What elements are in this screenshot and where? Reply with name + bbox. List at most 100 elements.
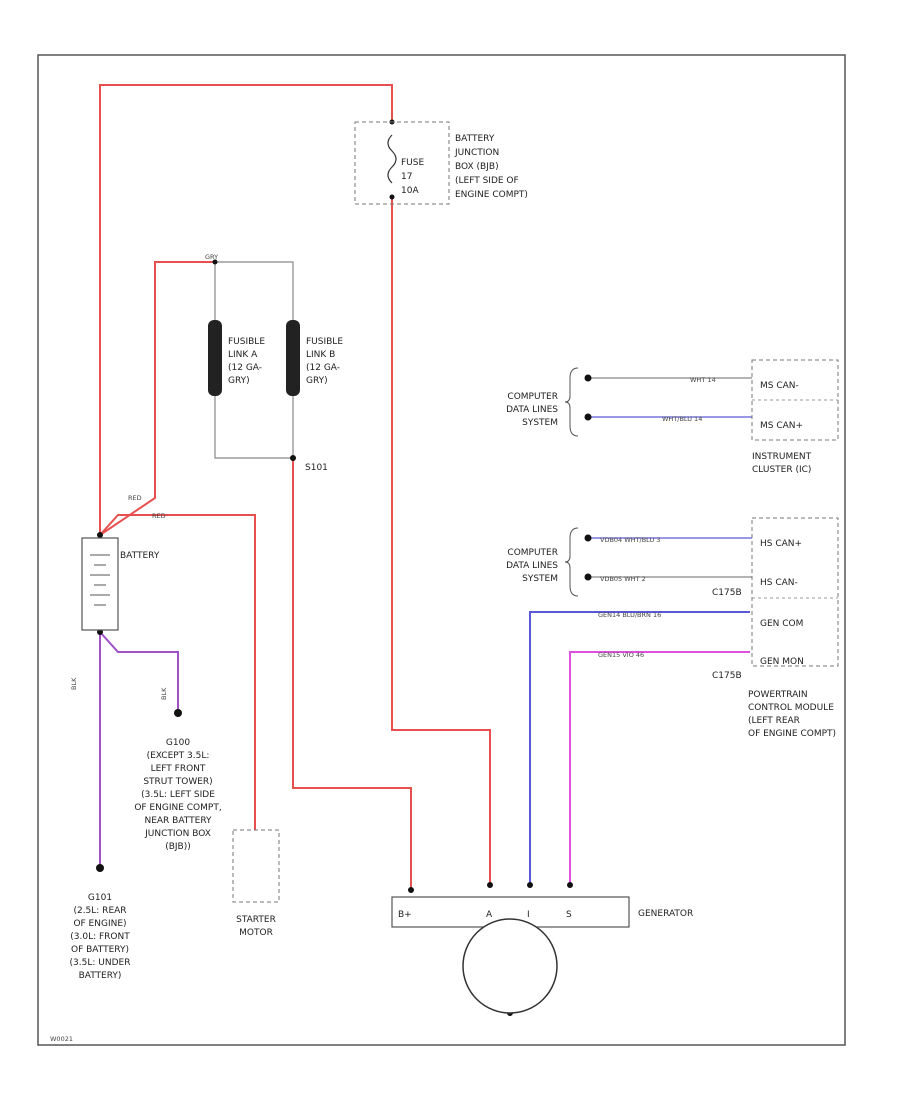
svg-text:LEFT FRONT: LEFT FRONT	[151, 764, 206, 774]
svg-text:BATTERY: BATTERY	[455, 134, 495, 144]
svg-text:(3.0L: FRONT: (3.0L: FRONT	[70, 932, 130, 942]
bjb-box	[354, 121, 450, 205]
svg-text:S: S	[566, 910, 572, 920]
svg-text:OF ENGINE COMPT,: OF ENGINE COMPT,	[134, 803, 221, 813]
splice-label: S101	[305, 463, 328, 473]
wire-label-blk-1: BLK	[70, 677, 78, 690]
svg-text:DATA LINES: DATA LINES	[506, 561, 558, 571]
svg-text:GRY): GRY)	[306, 376, 328, 386]
svg-text:OF BATTERY): OF BATTERY)	[71, 945, 129, 955]
wire-red-bplus	[292, 458, 412, 890]
wire-label-blk-2: BLK	[160, 687, 168, 700]
svg-text:G100: G100	[166, 738, 190, 748]
wire-label-5: GEN14 BLU/BRN 16	[598, 611, 661, 619]
generator-terminals: B+ A I S	[398, 910, 572, 920]
pcm-pin-3: GEN COM	[760, 619, 803, 629]
battery-symbol	[81, 537, 119, 631]
wire-label-rd: RED	[128, 494, 142, 502]
wire-label-red-top: RED	[152, 512, 166, 520]
wire-label-3: VDB04 WHT/BLU 3	[600, 536, 660, 544]
svg-text:G101: G101	[88, 893, 112, 903]
diagram-frame	[37, 54, 846, 1046]
svg-text:10A: 10A	[401, 186, 419, 196]
ic-label: INSTRUMENT CLUSTER (IC)	[752, 452, 812, 475]
cdl-bottom-label: COMPUTER DATA LINES SYSTEM	[506, 548, 558, 584]
svg-text:I: I	[527, 910, 530, 920]
fusible-link-a-label: FUSIBLE LINK A (12 GA- GRY)	[228, 337, 265, 386]
starter-label: STARTER MOTOR	[236, 915, 276, 938]
fuse-label: FUSE 17 10A	[401, 158, 424, 196]
generator-label: GENERATOR	[638, 909, 693, 919]
svg-text:FUSIBLE: FUSIBLE	[228, 337, 265, 347]
bjb-label: BATTERY JUNCTION BOX (BJB) (LEFT SIDE OF…	[454, 134, 528, 200]
cdl-top-label: COMPUTER DATA LINES SYSTEM	[506, 392, 558, 428]
svg-text:GRY): GRY)	[228, 376, 250, 386]
svg-text:LINK A: LINK A	[228, 350, 258, 360]
svg-text:(EXCEPT 3.5L:: (EXCEPT 3.5L:	[147, 751, 210, 761]
footer-code: W0021	[50, 1035, 73, 1043]
svg-text:INSTRUMENT: INSTRUMENT	[752, 452, 812, 462]
svg-text:SYSTEM: SYSTEM	[522, 418, 558, 428]
ic-pin-1: MS CAN-	[760, 381, 799, 391]
svg-text:COMPUTER: COMPUTER	[507, 392, 558, 402]
connector-c175b-2: C175B	[712, 671, 742, 681]
fusible-link-wires	[214, 261, 294, 459]
svg-text:CONTROL MODULE: CONTROL MODULE	[748, 703, 834, 713]
pcm-pin-2: HS CAN-	[760, 578, 798, 588]
fusible-link-a	[208, 320, 222, 396]
svg-text:JUNCTION: JUNCTION	[454, 148, 499, 158]
svg-text:DATA LINES: DATA LINES	[506, 405, 558, 415]
data-line-wires	[588, 377, 752, 578]
svg-text:STRUT TOWER): STRUT TOWER)	[143, 777, 212, 787]
svg-text:MOTOR: MOTOR	[239, 928, 273, 938]
svg-text:(12 GA-: (12 GA-	[306, 363, 340, 373]
pcm-pin-1: HS CAN+	[760, 539, 802, 549]
svg-text:B+: B+	[398, 910, 412, 920]
svg-text:(BJB)): (BJB))	[165, 842, 191, 852]
svg-text:ENGINE COMPT): ENGINE COMPT)	[455, 190, 528, 200]
red-wires	[99, 84, 491, 890]
wire-red-main-feed	[99, 84, 393, 535]
terminals	[96, 119, 592, 1016]
braces	[564, 367, 579, 597]
generator-symbol	[462, 918, 558, 1014]
svg-text:BATTERY): BATTERY)	[79, 971, 122, 981]
wire-label-4: VDB05 WHT 2	[600, 575, 646, 583]
ic-pin-2: MS CAN+	[760, 421, 803, 431]
wire-label-2: WHT/BLU 14	[662, 415, 702, 423]
fusible-link-b	[286, 320, 300, 396]
svg-text:JUNCTION BOX: JUNCTION BOX	[144, 829, 211, 839]
g100-label: G100 (EXCEPT 3.5L: LEFT FRONT STRUT TOWE…	[134, 738, 221, 852]
starter-box	[232, 829, 280, 903]
svg-text:COMPUTER: COMPUTER	[507, 548, 558, 558]
wire-red-fuse-out	[391, 197, 491, 885]
svg-text:NEAR BATTERY: NEAR BATTERY	[144, 816, 212, 826]
fusible-link-b-label: FUSIBLE LINK B (12 GA- GRY)	[306, 337, 343, 386]
svg-text:(2.5L: REAR: (2.5L: REAR	[73, 906, 126, 916]
pcm-label: POWERTRAIN CONTROL MODULE (LEFT REAR OF …	[748, 690, 836, 739]
svg-text:(LEFT SIDE OF: (LEFT SIDE OF	[455, 176, 519, 186]
wire-label-1: WHT 14	[690, 376, 716, 384]
svg-text:SYSTEM: SYSTEM	[522, 574, 558, 584]
battery-label: BATTERY	[120, 551, 160, 561]
wire-gen-com	[529, 611, 750, 885]
fusible-links	[208, 320, 300, 396]
fuse-symbol	[387, 134, 397, 184]
svg-text:17: 17	[401, 172, 412, 182]
svg-text:CLUSTER (IC): CLUSTER (IC)	[752, 465, 811, 475]
svg-text:POWERTRAIN: POWERTRAIN	[748, 690, 808, 700]
wire-label-6: GEN15 VIO 46	[598, 651, 644, 659]
svg-text:A: A	[486, 910, 493, 920]
svg-text:STARTER: STARTER	[236, 915, 276, 925]
ground-wires	[99, 631, 179, 868]
svg-text:FUSIBLE: FUSIBLE	[306, 337, 343, 347]
wire-label-gry: GRY	[205, 253, 218, 261]
svg-text:OF ENGINE): OF ENGINE)	[73, 919, 126, 929]
wire-red-fusible-feed	[99, 261, 215, 536]
wire-red-starter	[99, 514, 256, 830]
svg-text:BOX (BJB): BOX (BJB)	[455, 162, 499, 172]
wire-g100	[99, 631, 179, 712]
connector-c175b-1: C175B	[712, 588, 742, 598]
svg-text:(LEFT REAR: (LEFT REAR	[748, 716, 800, 726]
